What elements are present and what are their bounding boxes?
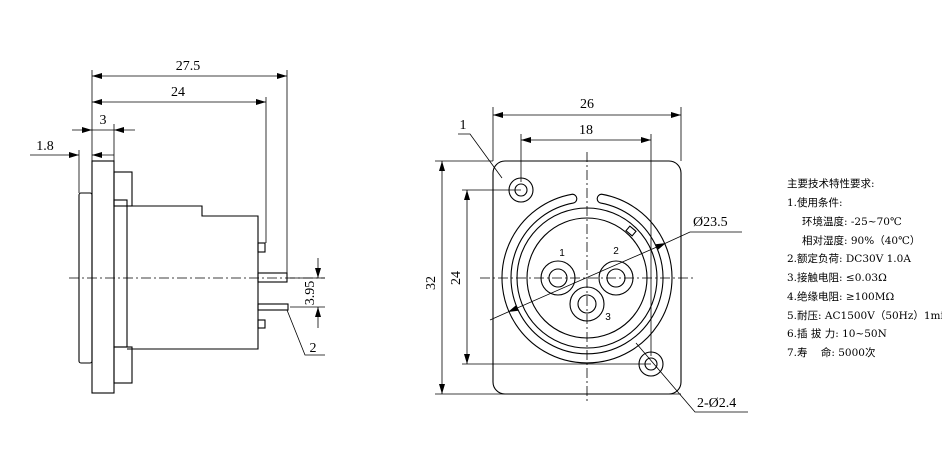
pin-lower <box>257 303 289 311</box>
spec-line: 1.使用条件: <box>787 196 843 209</box>
dim-hole-spacing-y: 24 <box>449 271 464 285</box>
specs-title: 主要技术特性要求: <box>787 177 875 190</box>
spec-line: 4.绝缘电阻: ≥100MΩ <box>787 290 894 303</box>
spec-line: 2.额定负荷: DC30V 1.0A <box>787 252 911 265</box>
dim-body-length: 24 <box>171 85 185 100</box>
front-view: 1 2 3 26 18 32 24 Ø23.5 2-Ø2.4 1 <box>424 97 748 413</box>
dim-width: 26 <box>580 97 594 112</box>
flange <box>91 160 115 394</box>
spec-line: 环境温度: -25~70℃ <box>802 215 902 228</box>
pin-label-3: 3 <box>605 312 611 323</box>
spec-line: 3.接触电阻: ≤0.03Ω <box>787 271 887 284</box>
dim-face-thickness: 1.8 <box>36 139 54 154</box>
pin-label-2: 2 <box>613 246 619 257</box>
dim-height: 32 <box>424 276 439 290</box>
callout-pin: 2 <box>310 341 317 356</box>
spec-line: 相对湿度: 90%（40℃） <box>802 234 920 247</box>
inner-block <box>113 199 128 348</box>
spec-line: 7.寿 命: 5000次 <box>787 346 876 359</box>
upper-block <box>113 171 133 207</box>
stub-bottom <box>257 319 266 329</box>
dim-holes: 2-Ø2.4 <box>697 396 736 411</box>
dim-diameter: Ø23.5 <box>693 215 728 230</box>
pin-middle <box>257 272 288 283</box>
body <box>127 205 259 350</box>
pin-label-1: 1 <box>559 248 565 259</box>
stub-top <box>257 242 266 253</box>
dim-flange-thickness: 3 <box>100 113 107 128</box>
spec-line: 5.耐压: AC1500V（50Hz）1min <box>787 309 942 322</box>
side-view: 27.5 24 3 1.8 3.95 2 <box>30 59 325 394</box>
dim-overall-length: 27.5 <box>176 59 201 74</box>
key-notch <box>625 225 637 237</box>
lower-block <box>113 346 133 384</box>
callout-panel: 1 <box>460 118 467 133</box>
dim-pin-pitch: 3.95 <box>303 281 318 306</box>
spec-line: 6.插 拔 力: 10~50N <box>787 327 887 340</box>
technical-specs: 主要技术特性要求: 1.使用条件: 环境温度: -25~70℃ 相对湿度: 90… <box>787 177 942 359</box>
dim-hole-spacing-x: 18 <box>579 123 593 138</box>
